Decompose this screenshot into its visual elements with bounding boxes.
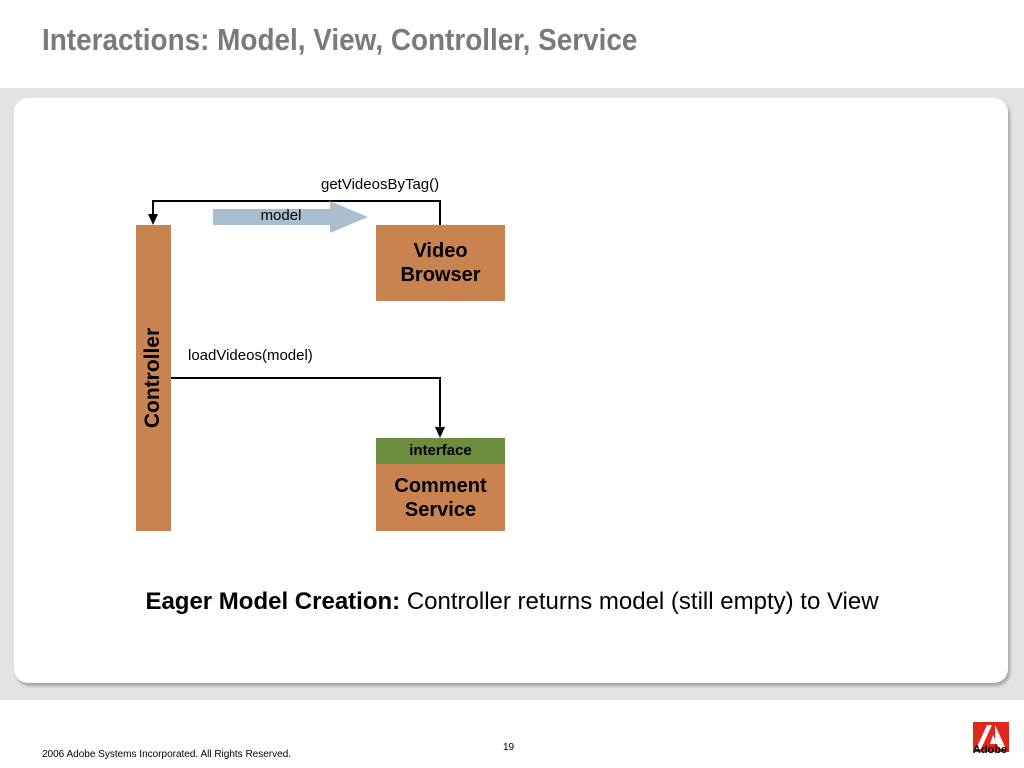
get-videos-connector <box>152 200 441 225</box>
get-videos-arrowhead <box>148 214 158 225</box>
content-panel <box>14 98 1008 683</box>
model-arrow-label: model <box>260 207 302 224</box>
adobe-logo-text: Adobe <box>972 744 1008 756</box>
adobe-logo-icon <box>973 722 1009 752</box>
video-browser-box: Video Browser <box>376 225 505 301</box>
caption-text: Controller returns model (still empty) t… <box>400 588 879 615</box>
slide-caption: Eager Model Creation: Controller returns… <box>0 588 1024 616</box>
controller-label: Controller <box>141 327 164 429</box>
model-arrow <box>213 201 368 233</box>
load-videos-arrowhead <box>435 427 445 438</box>
load-videos-call-label: loadVideos(model) <box>188 347 313 364</box>
copyright-footer: 2006 Adobe Systems Incorporated. All Rig… <box>42 749 292 760</box>
comment-service-box: Comment Service <box>376 464 505 531</box>
video-browser-label: Video Browser <box>400 240 481 286</box>
comment-service-label: Comment Service <box>394 474 487 521</box>
load-videos-connector <box>171 377 441 427</box>
interface-badge: interface <box>376 438 505 464</box>
controller-box <box>136 225 171 531</box>
slide-title: Interactions: Model, View, Controller, S… <box>42 22 638 57</box>
page-number: 19 <box>503 742 515 753</box>
caption-bold: Eager Model Creation: <box>145 588 401 615</box>
get-videos-call-label: getVideosByTag() <box>321 176 440 193</box>
